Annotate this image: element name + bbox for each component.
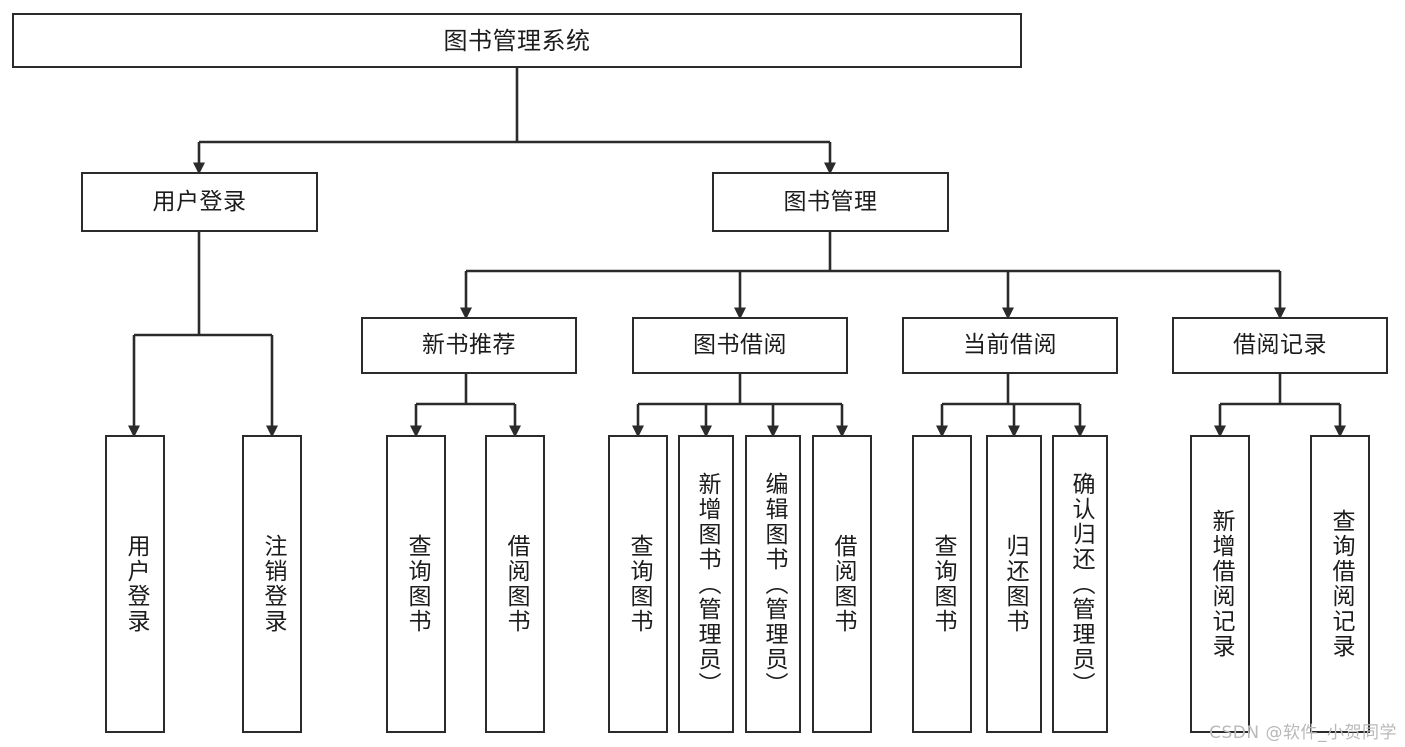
node-leaf-query-book-3-label: 查询图书	[929, 534, 956, 634]
node-leaf-borrow-book-1[interactable]: 借阅图书	[485, 435, 545, 733]
node-root[interactable]: 图书管理系统	[12, 13, 1022, 68]
node-leaf-query-record[interactable]: 查询借阅记录	[1310, 435, 1370, 733]
node-leaf-query-book-2[interactable]: 查询图书	[608, 435, 668, 733]
node-book-borrow[interactable]: 图书借阅	[632, 317, 848, 374]
csdn-watermark: CSDN @软件_小贺同学	[1209, 723, 1397, 743]
node-new-book-recommend[interactable]: 新书推荐	[361, 317, 577, 374]
node-leaf-confirm-return-label: 确认归还（管理员）	[1067, 471, 1094, 697]
node-leaf-add-record-label: 新增借阅记录	[1207, 509, 1234, 659]
node-book-manage-label: 图书管理	[783, 188, 878, 215]
node-borrow-record-label: 借阅记录	[1233, 332, 1327, 359]
node-leaf-query-book-2-label: 查询图书	[625, 534, 652, 634]
node-current-borrow-label: 当前借阅	[963, 332, 1057, 359]
node-leaf-user-login[interactable]: 用户登录	[105, 435, 165, 733]
node-leaf-borrow-book-2-label: 借阅图书	[829, 534, 856, 634]
node-leaf-borrow-book-2[interactable]: 借阅图书	[812, 435, 872, 733]
node-new-book-recommend-label: 新书推荐	[422, 332, 516, 359]
node-leaf-borrow-book-1-label: 借阅图书	[502, 534, 529, 634]
node-leaf-return-book[interactable]: 归还图书	[986, 435, 1042, 733]
node-user-login-label: 用户登录	[152, 188, 247, 215]
node-leaf-add-book-label: 新增图书（管理员）	[693, 471, 720, 697]
node-book-borrow-label: 图书借阅	[693, 332, 787, 359]
node-borrow-record[interactable]: 借阅记录	[1172, 317, 1388, 374]
node-leaf-confirm-return[interactable]: 确认归还（管理员）	[1052, 435, 1108, 733]
node-leaf-user-login-label: 用户登录	[122, 534, 149, 634]
node-leaf-edit-book-label: 编辑图书（管理员）	[760, 471, 787, 697]
node-leaf-query-book-3[interactable]: 查询图书	[912, 435, 972, 733]
node-leaf-add-book[interactable]: 新增图书（管理员）	[678, 435, 734, 733]
node-current-borrow[interactable]: 当前借阅	[902, 317, 1118, 374]
node-leaf-return-book-label: 归还图书	[1001, 534, 1028, 634]
node-book-manage[interactable]: 图书管理	[712, 172, 949, 232]
node-leaf-user-logout-label: 注销登录	[259, 534, 286, 634]
node-leaf-add-record[interactable]: 新增借阅记录	[1190, 435, 1250, 733]
node-leaf-query-book-1[interactable]: 查询图书	[386, 435, 446, 733]
node-leaf-query-record-label: 查询借阅记录	[1327, 509, 1354, 659]
node-leaf-query-book-1-label: 查询图书	[403, 534, 430, 634]
node-root-label: 图书管理系统	[443, 26, 591, 55]
node-user-login[interactable]: 用户登录	[81, 172, 318, 232]
node-leaf-user-logout[interactable]: 注销登录	[242, 435, 302, 733]
node-leaf-edit-book[interactable]: 编辑图书（管理员）	[745, 435, 801, 733]
